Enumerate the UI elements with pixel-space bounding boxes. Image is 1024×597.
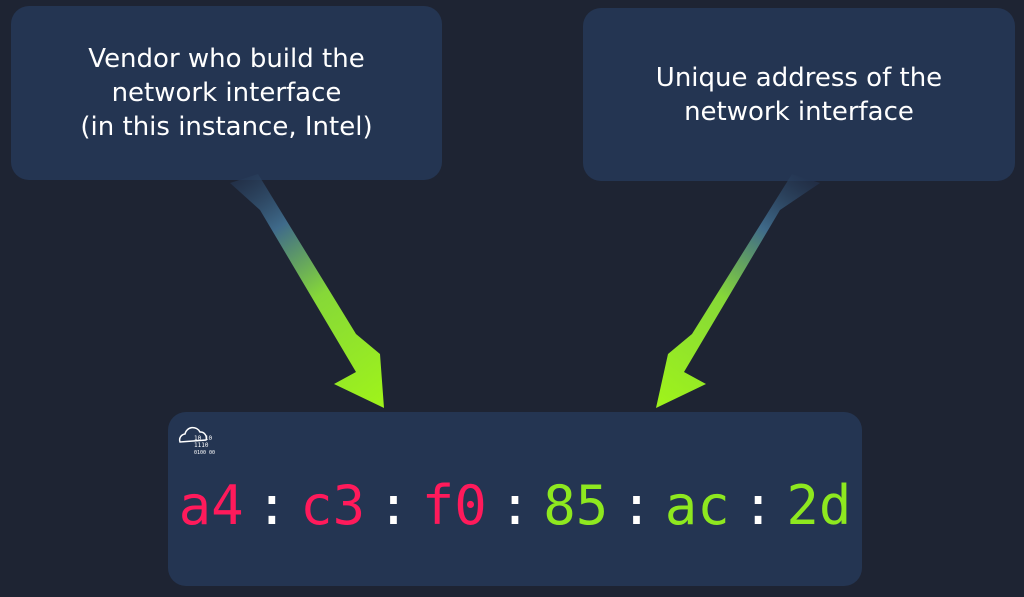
unique-callout-line-2: network interface bbox=[684, 96, 914, 127]
mac-separator: : bbox=[377, 473, 410, 537]
unique-callout-line-1: Unique address of the bbox=[655, 62, 943, 93]
mac-separator: : bbox=[620, 473, 653, 537]
mac-separator: : bbox=[255, 473, 289, 537]
mac-octet-vendor: c3 bbox=[300, 473, 366, 537]
logo-text-line-2: 1110 bbox=[194, 442, 209, 449]
vendor-arrow bbox=[230, 174, 384, 408]
cloud-binary-icon: 10 10 1110 0100 00 bbox=[178, 426, 215, 456]
logo-text-line-3: 0100 00 bbox=[194, 450, 215, 456]
mac-address-box bbox=[168, 412, 862, 586]
logo-text-line-1: 10 10 bbox=[194, 435, 212, 442]
mac-octet-vendor: f0 bbox=[421, 473, 487, 537]
mac-octet-unique: ac bbox=[664, 473, 730, 537]
mac-octet-vendor: a4 bbox=[178, 473, 244, 537]
vendor-callout-line-1: Vendor who build the bbox=[88, 44, 365, 74]
mac-address: a4:c3:f0:85:ac:2d bbox=[168, 470, 862, 540]
vendor-callout: Vendor who build the network interface (… bbox=[11, 6, 442, 180]
vendor-callout-line-3: (in this instance, Intel) bbox=[80, 112, 373, 142]
mac-octet-unique: 85 bbox=[543, 473, 609, 537]
mac-separator: : bbox=[741, 473, 775, 537]
unique-address-callout: Unique address of the network interface bbox=[583, 8, 1015, 181]
vendor-callout-line-2: network interface bbox=[111, 78, 342, 108]
mac-separator: : bbox=[498, 473, 532, 537]
mac-octet-unique: 2d bbox=[786, 473, 852, 537]
unique-arrow bbox=[656, 174, 820, 408]
